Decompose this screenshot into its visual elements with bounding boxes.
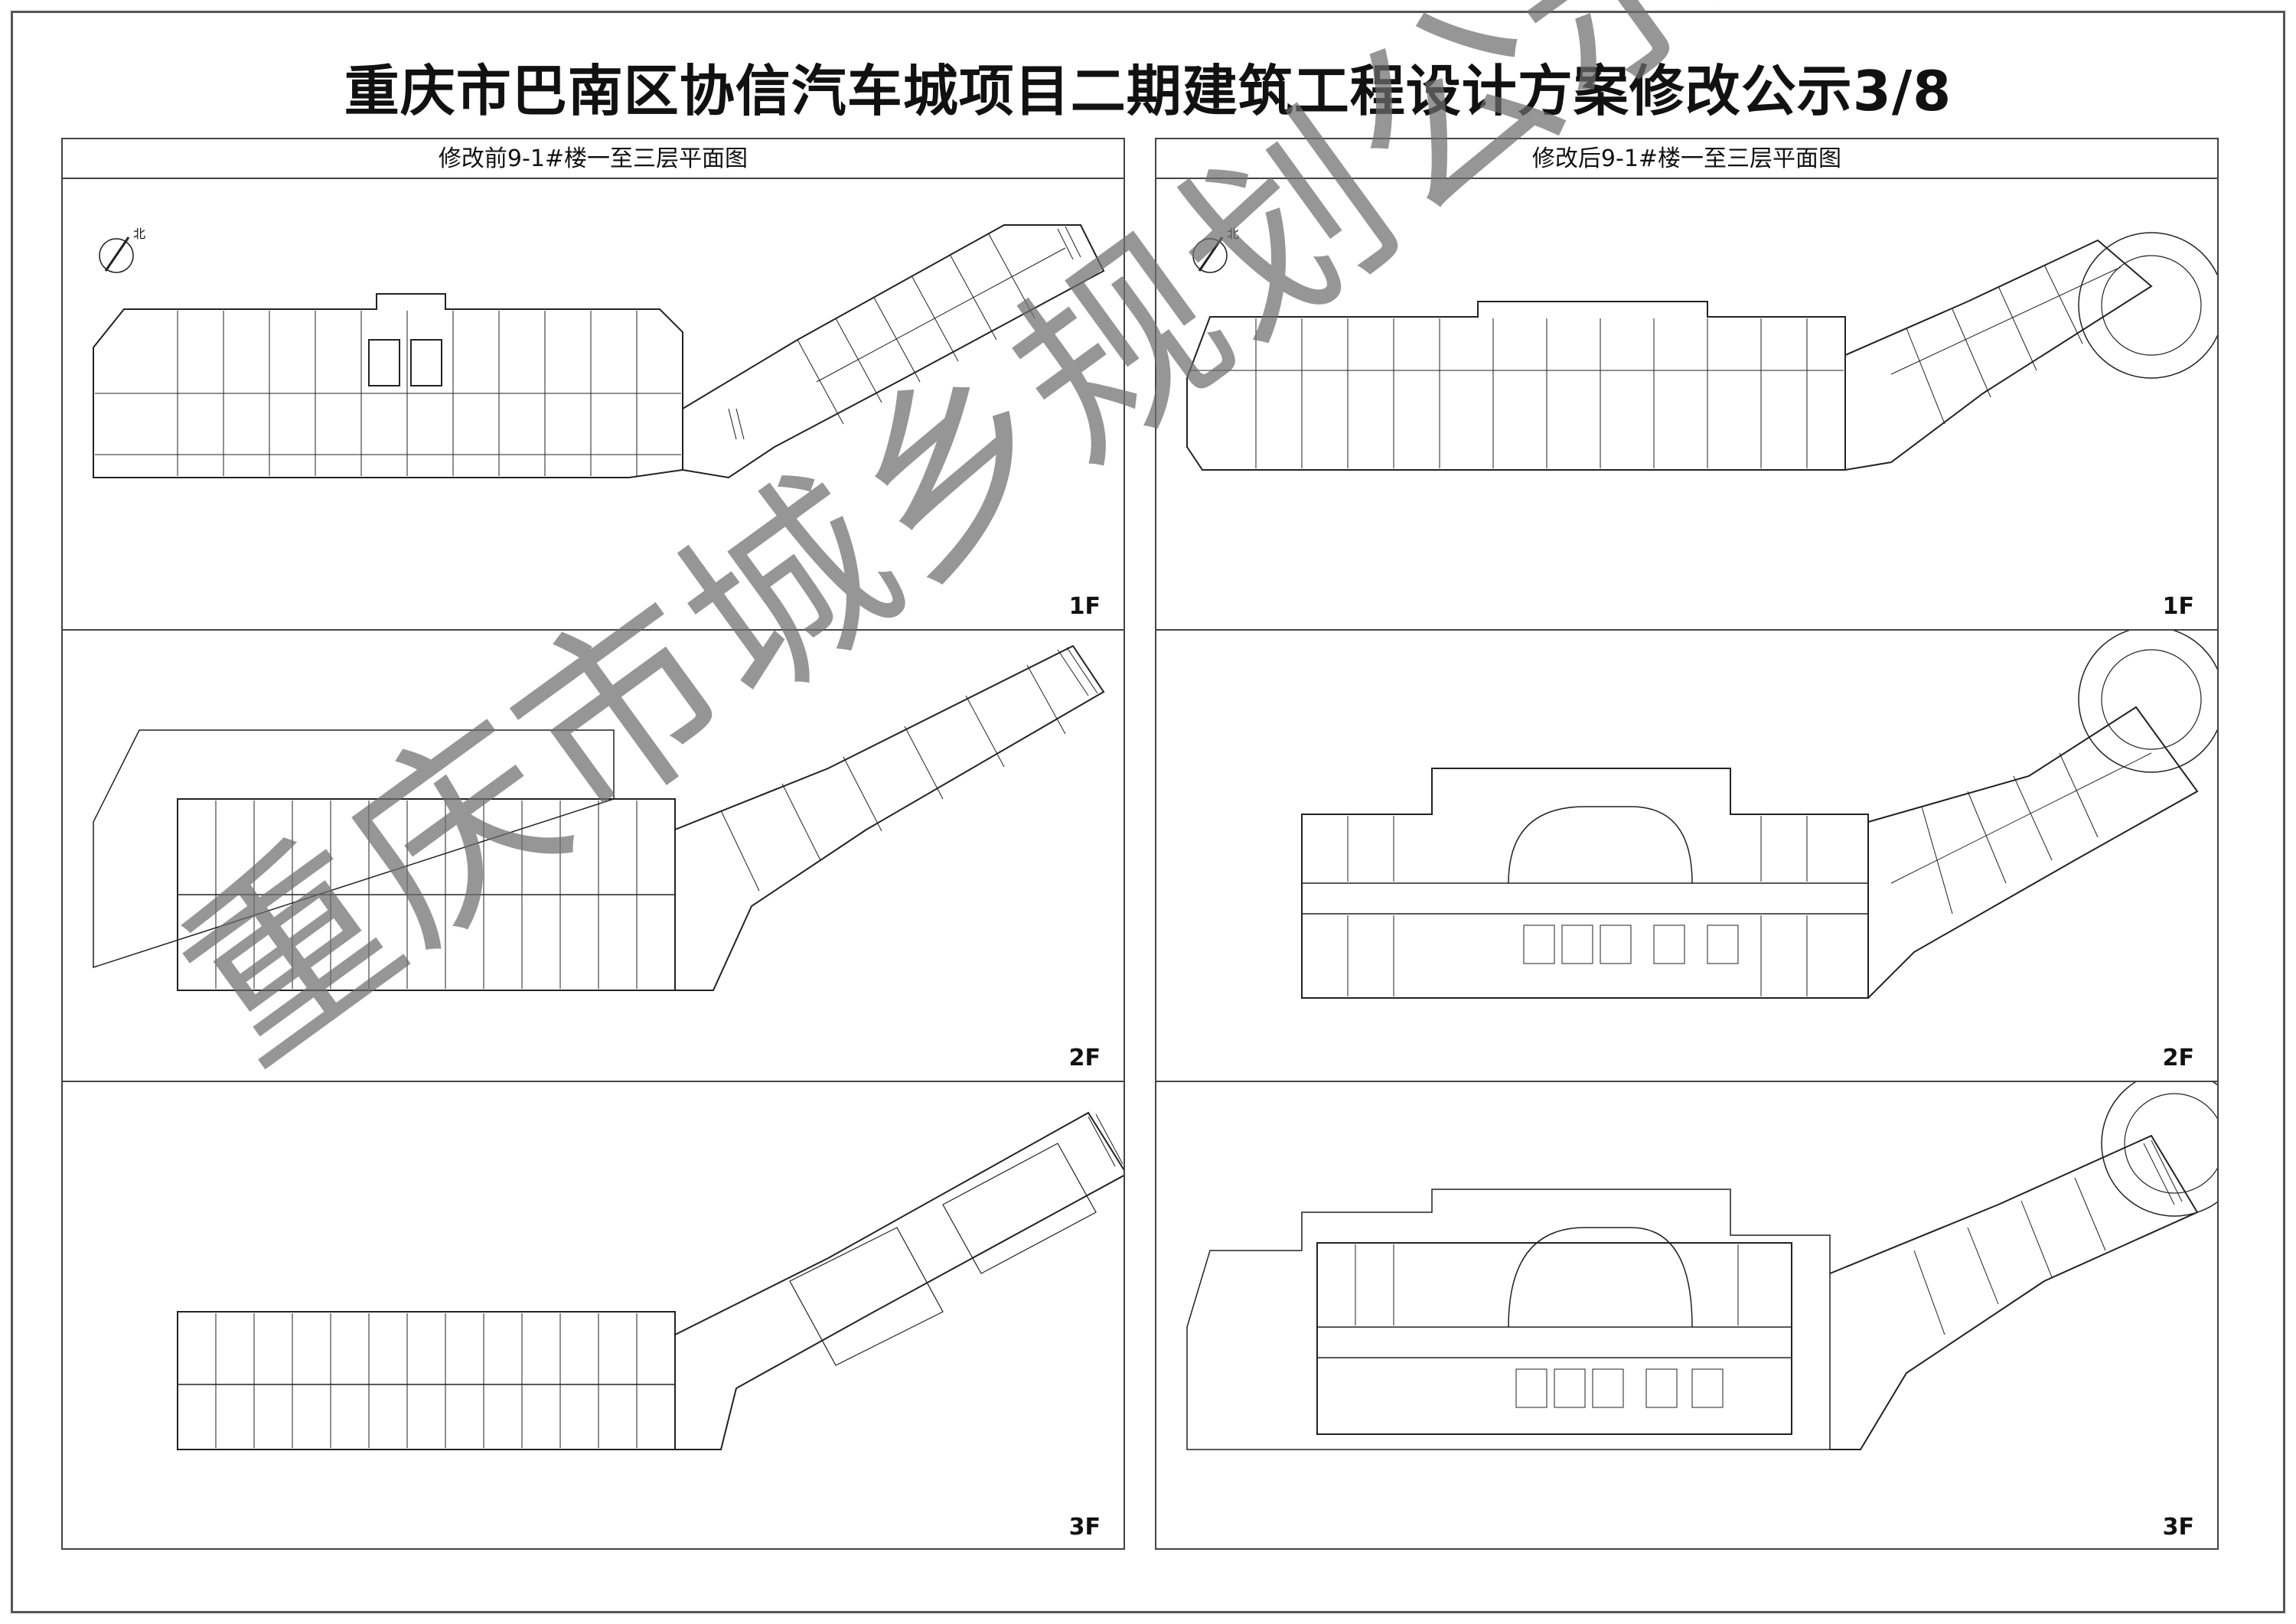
- sheet-after: 修改后9-1#楼一至三层平面图: [1155, 138, 2219, 1550]
- sheet-heading-before: 修改前9-1#楼一至三层平面图: [63, 139, 1124, 179]
- floor-label-after-3f: 3F: [2162, 1514, 2194, 1541]
- floor-label-after-1f: 1F: [2162, 593, 2194, 620]
- floor-panel-after-2f: 2F: [1156, 631, 2217, 1082]
- floor-label-after-2f: 2F: [2162, 1045, 2194, 1071]
- north-label: 北: [133, 227, 146, 241]
- north-label: 北: [1227, 227, 1240, 241]
- floor-plan-before-3f: [177, 1111, 1124, 1450]
- floor-plan-after-2f: [1301, 631, 2217, 999]
- floor-panel-before-2f: 2F: [63, 631, 1124, 1082]
- sheet-before: 修改前9-1#楼一至三层平面图: [61, 138, 1125, 1550]
- floor-plan-after-1f: [1186, 232, 2217, 471]
- floor-label-before-2f: 2F: [1068, 1045, 1101, 1071]
- floor-plan-before-2f: [93, 644, 1105, 991]
- floor-panel-before-3f: 3F: [63, 1082, 1124, 1550]
- page-border: [11, 11, 2285, 1613]
- page-title: 重庆市巴南区协信汽车城项目二期建筑工程设计方案修改公示3/8: [344, 59, 1952, 123]
- floor-plan-after-3f: [1186, 1082, 2217, 1450]
- floor-panel-after-3f: 3F: [1156, 1082, 2217, 1550]
- floor-label-before-1f: 1F: [1068, 593, 1101, 620]
- floor-label-before-3f: 3F: [1068, 1514, 1101, 1541]
- floor-panel-after-1f: 北 1F: [1156, 179, 2217, 631]
- sheet-heading-after: 修改后9-1#楼一至三层平面图: [1156, 139, 2217, 179]
- floor-panel-before-1f: 北 1F: [63, 179, 1124, 631]
- floor-plan-before-1f: [93, 224, 1105, 479]
